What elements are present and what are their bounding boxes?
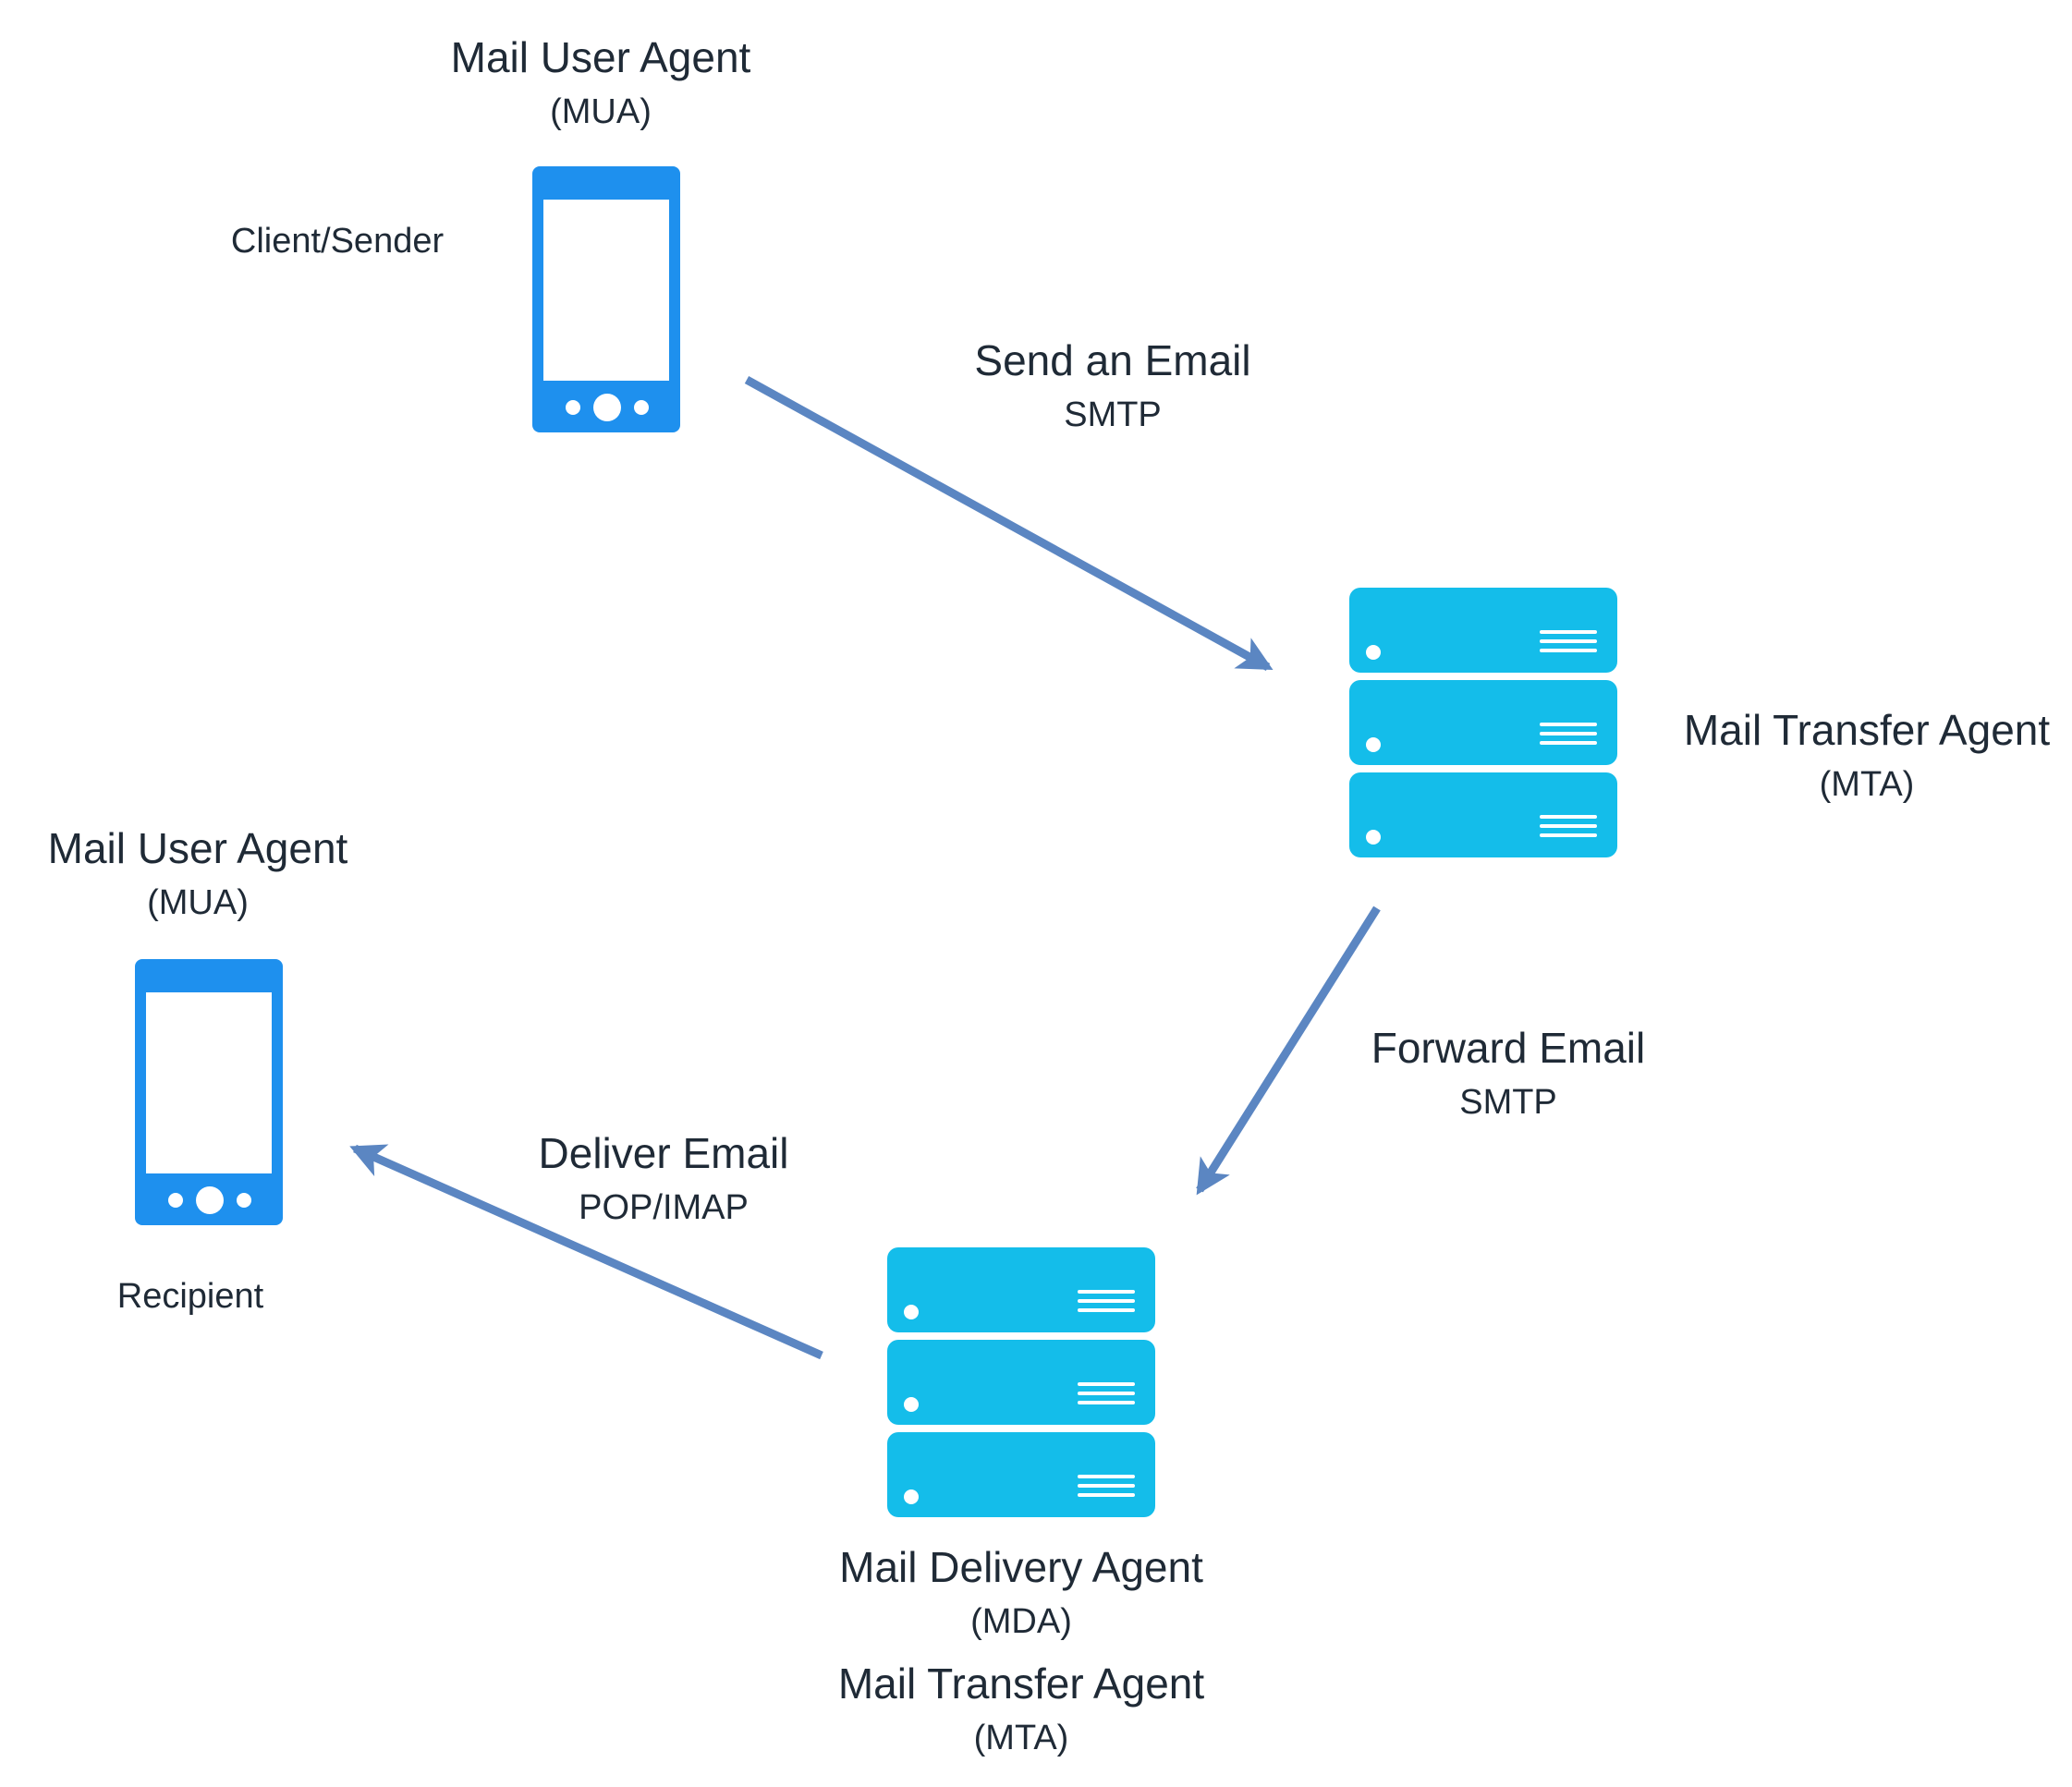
server-led (904, 1489, 919, 1504)
mda-title: Mail Delivery Agent (839, 1543, 1203, 1591)
server-led (1366, 830, 1381, 845)
mobile-phone-icon (135, 959, 283, 1225)
server-vent (1540, 824, 1597, 828)
server-vent (1078, 1308, 1135, 1312)
mda-mta-title: Mail Transfer Agent (837, 1659, 1205, 1708)
phone-button-dot (634, 400, 649, 415)
sender-mua-title: Mail User Agent (450, 33, 751, 81)
server-vent (1078, 1290, 1135, 1294)
mda-mta-abbr: (MTA) (973, 1719, 1069, 1757)
server-unit (887, 1340, 1155, 1425)
sender-mua-abbr: (MUA) (550, 92, 652, 131)
server-vent (1540, 815, 1597, 819)
server-vent (1540, 732, 1597, 735)
phone-button-dot (237, 1193, 251, 1208)
server-unit (1349, 680, 1617, 765)
send-email-protocol: SMTP (1064, 395, 1162, 434)
phone-home-button (196, 1186, 224, 1214)
mta-abbr: (MTA) (1819, 765, 1915, 804)
server-vent (1078, 1484, 1135, 1488)
server-unit (1349, 588, 1617, 673)
server-vent (1078, 1401, 1135, 1404)
phone-screen (146, 992, 272, 1173)
mda-abbr: (MDA) (970, 1602, 1072, 1641)
server-vent (1540, 723, 1597, 726)
mta-title: Mail Transfer Agent (1683, 706, 2051, 754)
server-vent (1078, 1493, 1135, 1497)
server-led (904, 1305, 919, 1319)
recipient-role-label: Recipient (116, 1277, 264, 1316)
phone-button-dot (566, 400, 580, 415)
server-vent (1078, 1475, 1135, 1478)
server-vent (1078, 1392, 1135, 1395)
mobile-phone-icon (532, 166, 680, 432)
server-led (904, 1397, 919, 1412)
server-stack-icon (1349, 588, 1617, 857)
phone-button-dot (168, 1193, 183, 1208)
phone-screen (543, 200, 669, 381)
server-unit (1349, 772, 1617, 857)
recipient-mua-abbr: (MUA) (147, 883, 249, 922)
server-vent (1540, 741, 1597, 745)
deliver-email-arrow (349, 1144, 823, 1360)
forward-email-arrow (1196, 906, 1381, 1196)
forward-email-label: Forward Email (1371, 1024, 1646, 1072)
server-unit (887, 1432, 1155, 1517)
recipient-mua-title: Mail User Agent (47, 824, 348, 872)
sender-role-label: Client/Sender (230, 222, 445, 261)
send-email-label: Send an Email (974, 336, 1251, 384)
server-led (1366, 737, 1381, 752)
server-vent (1078, 1299, 1135, 1303)
forward-email-protocol: SMTP (1459, 1083, 1557, 1122)
server-vent (1540, 639, 1597, 643)
phone-home-button (593, 394, 621, 421)
server-vent (1540, 649, 1597, 652)
server-led (1366, 645, 1381, 660)
send-email-arrow (744, 376, 1274, 671)
server-vent (1078, 1382, 1135, 1386)
server-stack-icon (887, 1247, 1155, 1517)
server-vent (1540, 630, 1597, 634)
server-vent (1540, 833, 1597, 837)
deliver-email-label: Deliver Email (538, 1129, 789, 1177)
server-unit (887, 1247, 1155, 1332)
deliver-email-protocol: POP/IMAP (579, 1188, 749, 1227)
